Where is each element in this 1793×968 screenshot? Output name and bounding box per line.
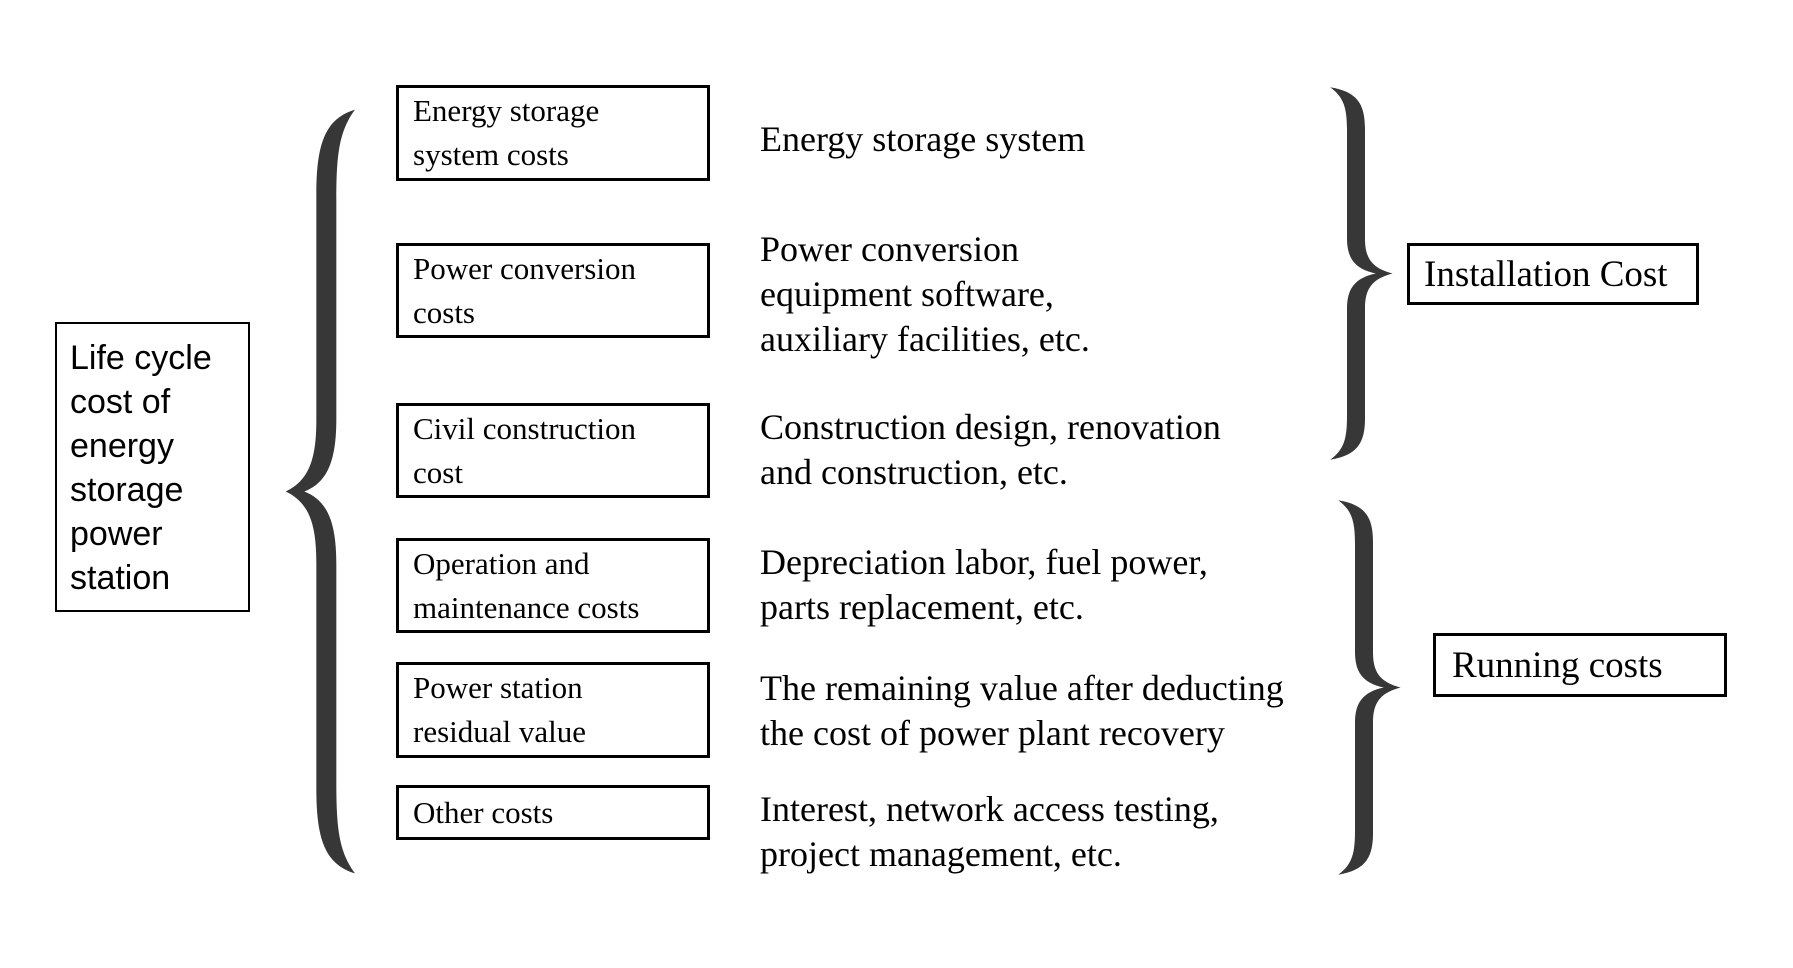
installation-cost-brace-icon bbox=[1330, 87, 1393, 460]
left-grouping-brace-icon bbox=[285, 109, 355, 874]
group-box-running-costs: Running costs bbox=[1433, 633, 1727, 697]
desc-depreciation-labor: Depreciation labor, fuel power, parts re… bbox=[760, 540, 1208, 630]
item-box-label-line: residual value bbox=[413, 714, 587, 749]
item-box-label-line: cost bbox=[413, 454, 463, 490]
item-box-label-line: Civil construction bbox=[413, 410, 637, 446]
item-box-label-line: Power station bbox=[413, 670, 583, 705]
item-box-label-line: Energy storage bbox=[413, 93, 600, 128]
desc-line: Power conversion bbox=[760, 229, 1019, 269]
group-box-installation-cost: Installation Cost bbox=[1407, 243, 1699, 305]
item-box-label-line: Operation and bbox=[413, 545, 590, 581]
desc-remaining-value: The remaining value after deducting the … bbox=[760, 666, 1284, 756]
group-box-label: Running costs bbox=[1452, 644, 1663, 686]
desc-line: equipment software, bbox=[760, 274, 1054, 314]
item-box-label-line: Other costs bbox=[413, 794, 554, 830]
desc-line: auxiliary facilities, etc. bbox=[760, 319, 1090, 359]
item-box-label-line: Power conversion bbox=[413, 250, 636, 286]
desc-energy-storage-system: Energy storage system bbox=[760, 117, 1085, 162]
desc-line: parts replacement, etc. bbox=[760, 587, 1084, 627]
item-box-label-line: system costs bbox=[413, 137, 569, 172]
item-box-other-costs: Other costs bbox=[396, 785, 710, 840]
desc-line: Energy storage system bbox=[760, 119, 1086, 159]
root-box-life-cycle-cost: Life cycle cost of energy storage power … bbox=[55, 322, 250, 612]
item-box-label-line: costs bbox=[413, 294, 475, 330]
desc-line: and construction, etc. bbox=[760, 452, 1068, 492]
desc-construction-design: Construction design, renovation and cons… bbox=[760, 405, 1221, 495]
desc-line: Depreciation labor, fuel power, bbox=[760, 542, 1208, 582]
item-box-power-station-residual-value: Power station residual value bbox=[396, 662, 710, 758]
desc-line: The remaining value after deducting bbox=[760, 668, 1284, 708]
item-box-label-line: maintenance costs bbox=[413, 589, 640, 625]
item-box-operation-maintenance-costs: Operation and maintenance costs bbox=[396, 538, 710, 633]
item-box-energy-storage-system-costs: Energy storage system costs bbox=[396, 85, 710, 181]
item-box-civil-construction-cost: Civil construction cost bbox=[396, 403, 710, 498]
group-box-label: Installation Cost bbox=[1424, 253, 1668, 295]
running-costs-brace-icon bbox=[1338, 500, 1401, 875]
item-box-power-conversion-costs: Power conversion costs bbox=[396, 243, 710, 338]
desc-line: Interest, network access testing, bbox=[760, 789, 1219, 829]
desc-interest-network-access: Interest, network access testing, projec… bbox=[760, 787, 1219, 877]
desc-line: the cost of power plant recovery bbox=[760, 713, 1225, 753]
desc-power-conversion-equipment: Power conversion equipment software, aux… bbox=[760, 227, 1090, 362]
desc-line: Construction design, renovation bbox=[760, 407, 1221, 447]
desc-line: project management, etc. bbox=[760, 834, 1122, 874]
root-box-label: Life cycle cost of energy storage power … bbox=[70, 339, 212, 597]
